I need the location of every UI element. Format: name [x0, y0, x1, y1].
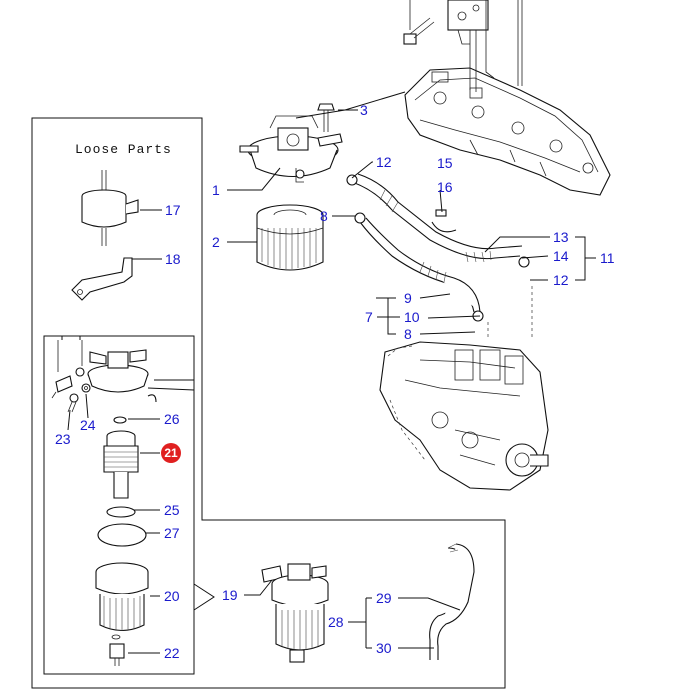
fuel-filter-assembly-19 [261, 563, 329, 663]
callout-16[interactable]: 16 [437, 179, 453, 195]
callout-3[interactable]: 3 [360, 102, 368, 118]
washer-24 [81, 383, 91, 393]
engine-cylinder-head [404, 67, 611, 196]
filter-bowl-20 [95, 562, 149, 632]
callout-28[interactable]: 28 [328, 614, 344, 630]
callout-7[interactable]: 7 [365, 309, 373, 325]
callout-20[interactable]: 20 [164, 588, 180, 604]
fuel-hose-29 [429, 543, 475, 660]
o-ring-26 [113, 416, 127, 424]
callout-13[interactable]: 13 [553, 229, 569, 245]
drain-plug-22 [109, 634, 125, 666]
seal-25 [106, 506, 136, 518]
screw-23 [67, 393, 79, 413]
loose-parts-frame [31, 117, 506, 689]
callout-19[interactable]: 19 [222, 587, 238, 603]
callout-17[interactable]: 17 [165, 202, 181, 218]
callout-18[interactable]: 18 [165, 251, 181, 267]
o-ring-27 [97, 523, 147, 547]
injection-pump [379, 341, 549, 491]
fuel-filter-head [239, 115, 343, 183]
filter-kit-frame [43, 335, 195, 675]
callout-14[interactable]: 14 [553, 248, 569, 264]
fuel-pump-17 [81, 170, 139, 246]
bolt-top [403, 0, 435, 45]
loose-parts-title: Loose Parts [75, 142, 172, 157]
bolt-3 [317, 103, 335, 132]
callout-1[interactable]: 1 [212, 182, 220, 198]
callout-21-badge[interactable]: 21 [161, 443, 181, 463]
filter-cartridge [256, 204, 324, 271]
callout-9[interactable]: 9 [404, 290, 412, 306]
kit-filter-head [51, 340, 157, 403]
filter-element-21 [103, 430, 139, 499]
callout-10[interactable]: 10 [404, 309, 420, 325]
bracket-18 [71, 257, 133, 301]
upper-bracket [447, 0, 523, 92]
callout-12-lower[interactable]: 12 [553, 272, 569, 288]
callout-27[interactable]: 27 [164, 525, 180, 541]
hose-clip-16 [431, 209, 457, 233]
callout-26[interactable]: 26 [164, 411, 180, 427]
callout-23[interactable]: 23 [55, 431, 71, 447]
leader-lines [67, 91, 596, 654]
callout-11[interactable]: 11 [600, 250, 615, 266]
callout-15[interactable]: 15 [437, 155, 453, 171]
callout-24[interactable]: 24 [80, 417, 96, 433]
callout-2[interactable]: 2 [212, 234, 220, 250]
callout-29[interactable]: 29 [376, 590, 392, 606]
callout-12-upper[interactable]: 12 [376, 154, 392, 170]
fuel-hose-lower [354, 212, 484, 322]
callout-21[interactable]: 21 [164, 446, 178, 460]
callout-25[interactable]: 25 [164, 502, 180, 518]
callout-22[interactable]: 22 [164, 645, 180, 661]
callout-8-upper[interactable]: 8 [320, 208, 328, 224]
callout-8-lower[interactable]: 8 [404, 326, 412, 342]
callout-30[interactable]: 30 [376, 640, 392, 656]
